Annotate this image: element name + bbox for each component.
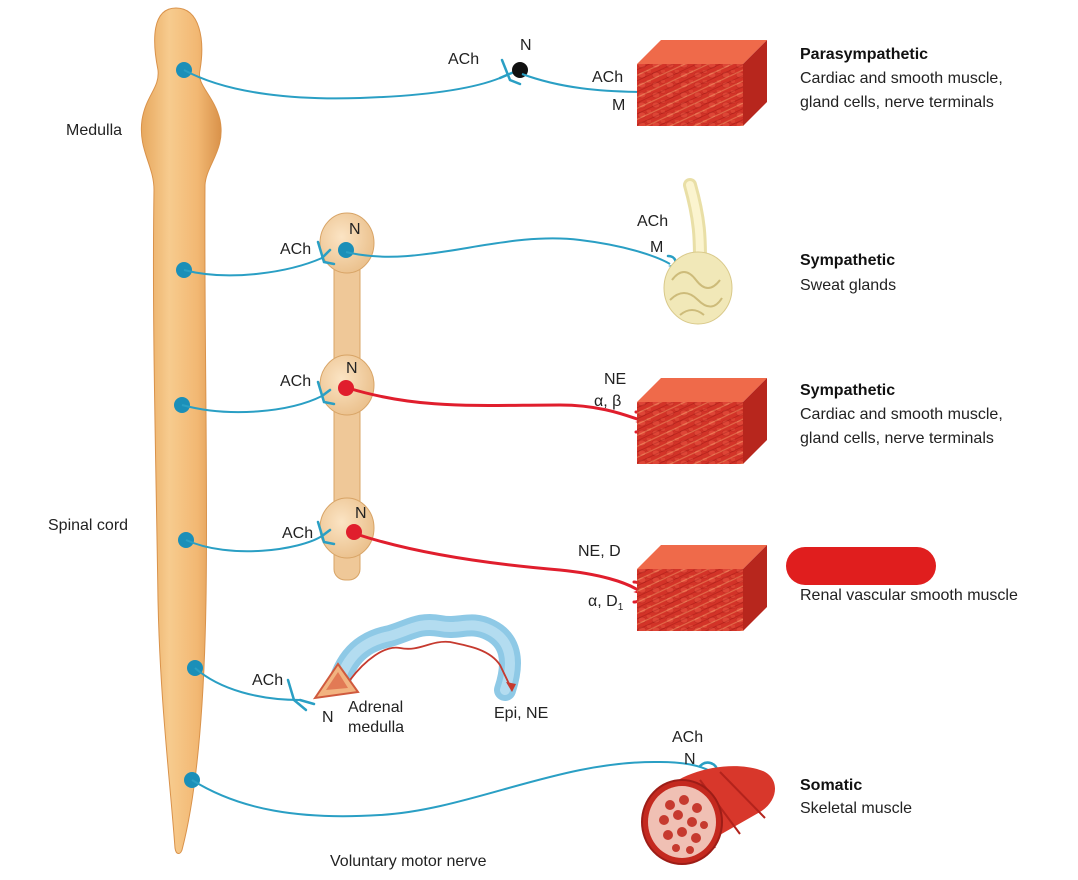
row1-desc2: gland cells, nerve terminals	[800, 94, 994, 111]
row4-pre-ach: ACh	[282, 525, 313, 542]
row2-ganglion-n: N	[349, 221, 361, 238]
row1-ganglion-n: N	[520, 37, 532, 54]
row1-post-ach: ACh	[592, 69, 623, 86]
row1-pre-ach: ACh	[448, 51, 479, 68]
spinal-cord-label: Spinal cord	[48, 517, 128, 534]
row4-receptor-subscript: 1	[618, 602, 624, 613]
pathway-parasympathetic	[183, 40, 767, 126]
pathway-adrenal	[194, 614, 521, 712]
sweat-gland-shape	[663, 178, 733, 325]
row5-receptor-n: N	[322, 709, 334, 726]
pathway-renal	[185, 520, 767, 631]
row3-receptor-ab: α, β	[594, 393, 621, 410]
spinal-cord-shape	[140, 7, 222, 854]
row2-pre-ach: ACh	[280, 241, 311, 258]
row2-post-ach: ACh	[637, 213, 668, 230]
pathway-somatic	[191, 760, 775, 865]
skeletal-muscle-shape	[641, 766, 775, 865]
row6-desc1: Skeletal muscle	[800, 800, 912, 817]
row6-ach: ACh	[672, 729, 703, 746]
row4-post-ne-d: NE, D	[578, 543, 621, 560]
row6-receptor-n: N	[684, 751, 696, 768]
row3-desc1: Cardiac and smooth muscle,	[800, 406, 1003, 423]
medulla-label: Medulla	[66, 122, 122, 139]
pathway-sympathetic-sweat	[183, 178, 733, 325]
adrenal-label-line1: Adrenal	[348, 699, 403, 716]
row3-post-ne: NE	[604, 371, 626, 388]
epi-ne-label: Epi, NE	[494, 705, 548, 722]
voluntary-motor-nerve-label: Voluntary motor nerve	[330, 853, 487, 870]
blood-vessel-shape	[329, 614, 521, 701]
row3-desc2: gland cells, nerve terminals	[800, 430, 994, 447]
pathway-sympathetic-cardiac	[181, 378, 767, 464]
sympathetic-chain	[319, 212, 375, 581]
row3-title: Sympathetic	[800, 382, 895, 399]
redaction-bar	[786, 547, 936, 585]
row2-desc1: Sweat glands	[800, 277, 896, 294]
row1-desc1: Cardiac and smooth muscle,	[800, 70, 1003, 87]
row6-title: Somatic	[800, 777, 862, 794]
row4-desc1: Renal vascular smooth muscle	[800, 587, 1018, 604]
row1-receptor-m: M	[612, 97, 625, 114]
adrenal-label-line2: medulla	[348, 719, 404, 736]
row2-receptor-m: M	[650, 239, 663, 256]
row5-pre-ach: ACh	[252, 672, 283, 689]
row3-pre-ach: ACh	[280, 373, 311, 390]
row1-title: Parasympathetic	[800, 46, 928, 63]
row4-ganglion-n: N	[355, 505, 367, 522]
row3-ganglion-n: N	[346, 360, 358, 377]
row2-title: Sympathetic	[800, 252, 895, 269]
row4-receptor-ad: α, D1	[588, 593, 624, 613]
